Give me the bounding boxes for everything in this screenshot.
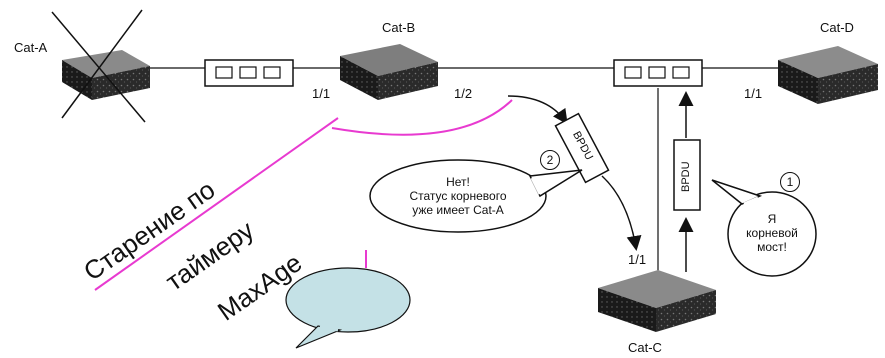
maxage-underline — [94, 117, 339, 291]
port-b-left: 1/1 — [312, 86, 331, 101]
switch-cat-c[interactable] — [598, 270, 716, 332]
hub-a-b — [204, 59, 294, 87]
label-cat-b: Cat-B — [382, 20, 416, 35]
label-cat-a: Cat-A — [14, 40, 48, 55]
bpdu-box-b — [554, 112, 610, 184]
label-cat-c: Cat-C — [628, 340, 662, 355]
label-cat-d: Cat-D — [820, 20, 854, 35]
bpdu-b-down-arrow — [601, 175, 642, 251]
bubble-cat-b-line-2: Статус корневого — [409, 189, 507, 203]
empty-speech-bubble — [285, 267, 411, 349]
bubble-cat-b-line-1: Нет! — [446, 175, 470, 189]
bubble-cat-b-reply — [369, 159, 583, 233]
step-two-badge: 2 — [540, 150, 560, 170]
bubble-cat-c-line-3: мост! — [757, 240, 787, 254]
step-one-badge: 1 — [780, 172, 800, 192]
port-c-top: 1/1 — [628, 252, 647, 267]
bubble-cat-c-text: Я корневой мост! — [732, 212, 812, 254]
bubble-cat-c-claim — [711, 179, 817, 277]
bpdu-label-c: BPDU — [680, 161, 692, 192]
bubble-cat-b-text: Нет! Статус корневого уже имеет Cat-A — [380, 175, 536, 217]
bubble-cat-b-line-3: уже имеет Cat-A — [412, 203, 504, 217]
switch-cat-b[interactable] — [340, 44, 438, 100]
switch-cat-d[interactable] — [778, 46, 878, 104]
maxage-curve — [331, 99, 513, 136]
hub-b-d — [613, 59, 703, 87]
bubble-cat-c-line-1: Я — [767, 212, 777, 226]
port-d-left: 1/1 — [744, 86, 763, 101]
bpdu-b-curve — [507, 95, 568, 125]
switch-cat-a[interactable] — [51, 9, 150, 123]
port-b-right: 1/2 — [454, 86, 473, 101]
bubble-cat-c-line-2: корневой — [746, 226, 798, 240]
bpdu-box-c — [673, 139, 701, 211]
